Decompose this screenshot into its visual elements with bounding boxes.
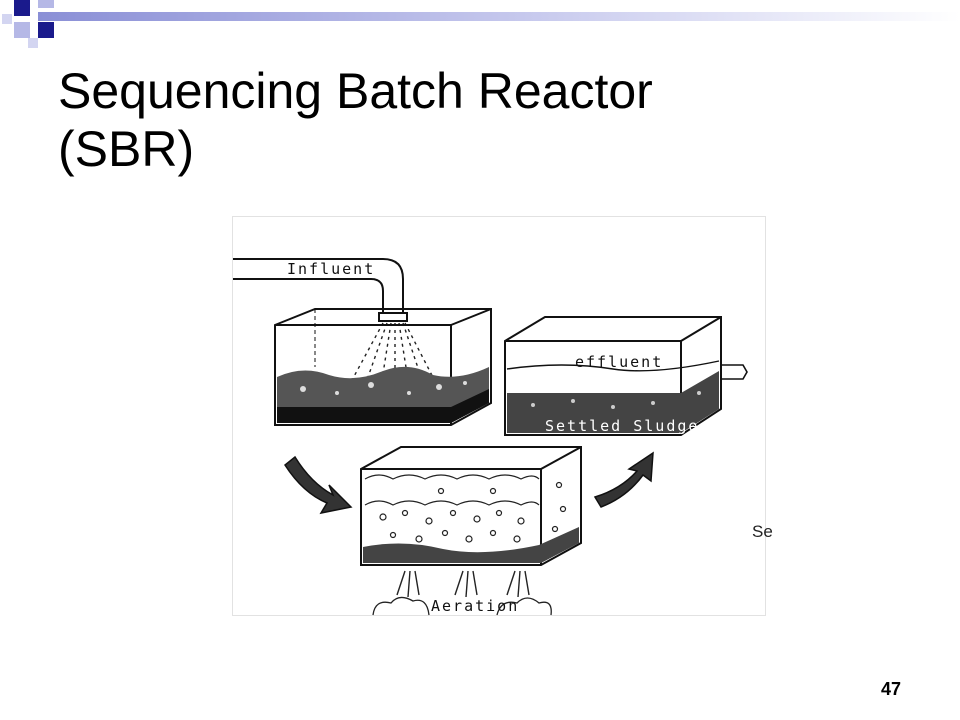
effluent-outlet	[721, 364, 748, 380]
decant-tank	[504, 316, 722, 436]
influent-label: Influent	[287, 260, 375, 278]
aeration-air-lines	[396, 570, 530, 598]
arrow-aerate-to-decant-icon	[593, 451, 654, 508]
sbr-diagram: Influent	[232, 216, 766, 616]
corner-squares-icon	[2, 0, 960, 48]
settled-sludge-label: Settled Sludge	[545, 417, 699, 435]
slide-number: 47	[881, 679, 902, 699]
slide-title-line-2: (SBR)	[58, 121, 195, 177]
aeration-tank-sludge	[363, 527, 579, 563]
header-gradient-bar	[38, 12, 960, 21]
influent-pipe	[233, 258, 408, 322]
aeration-tank-bubbles	[364, 474, 567, 543]
clipped-edge-text: Se	[752, 522, 773, 541]
arrow-fill-to-aerate-icon	[284, 455, 353, 515]
aeration-clouds	[372, 596, 552, 616]
effluent-label: effluent	[575, 353, 663, 371]
slide-title-line-1: Sequencing Batch Reactor	[58, 63, 653, 119]
fill-tank-sludge	[277, 366, 489, 423]
decant-tank-sludge	[507, 371, 719, 433]
top-decorative-bar	[0, 0, 960, 52]
aeration-label: Aeration	[431, 597, 519, 615]
slide-title: Sequencing Batch Reactor (SBR)	[58, 62, 918, 178]
